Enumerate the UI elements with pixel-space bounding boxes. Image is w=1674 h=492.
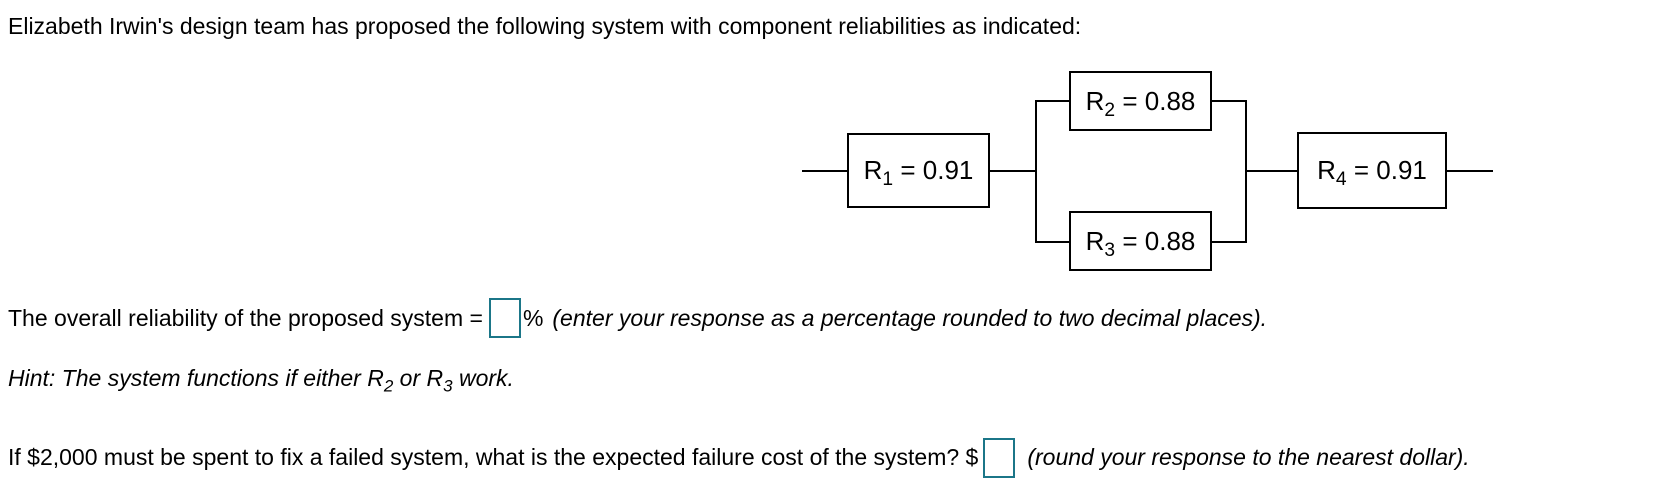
cost-prompt-text: If $2,000 must be spent to fix a failed …	[8, 444, 979, 470]
r4-value: = 0.91	[1346, 155, 1427, 185]
r4-subscript: 4	[1335, 169, 1347, 191]
wire-top-branch-in	[1037, 100, 1069, 102]
r2-value: = 0.88	[1115, 85, 1196, 116]
component-box-r3: R3 = 0.88	[1069, 211, 1212, 271]
wire-top-branch-out	[1212, 100, 1245, 102]
r4-symbol: R	[1317, 155, 1336, 185]
r2-symbol: R	[1085, 85, 1105, 116]
reliability-answer-row: The overall reliability of the proposed …	[8, 296, 1267, 340]
r3-symbol: R	[1085, 225, 1105, 256]
component-r1-label: R1 = 0.91	[863, 155, 974, 189]
cost-instruction-text: (round your response to the nearest doll…	[1027, 444, 1470, 470]
wire-join-to-r4	[1247, 170, 1297, 172]
wire-r1-to-split	[990, 170, 1035, 172]
r1-symbol: R	[863, 155, 883, 185]
reliability-answer-input[interactable]	[488, 298, 521, 338]
hint-mid: or R	[393, 365, 444, 391]
wire-right-stub	[1447, 170, 1493, 172]
component-box-r1: R1 = 0.91	[847, 133, 990, 208]
cost-answer-input[interactable]	[983, 437, 1016, 478]
component-box-r4: R4 = 0.91	[1297, 132, 1447, 209]
r1-value: = 0.91	[893, 155, 974, 185]
hint-prefix: Hint: The system functions if either R	[8, 365, 384, 391]
component-r3-label: R3 = 0.88	[1085, 225, 1196, 260]
component-r4-label: R4 = 0.91	[1317, 155, 1427, 189]
wire-join-vertical	[1245, 100, 1247, 243]
r2-subscript: 2	[1104, 99, 1116, 121]
cost-answer-row: If $2,000 must be spent to fix a failed …	[8, 435, 1470, 480]
component-r2-label: R2 = 0.88	[1085, 85, 1196, 120]
percent-sign-text: %	[522, 304, 544, 331]
reliability-block-diagram: R1 = 0.91 R2 = 0.88 R3 = 0.88 R4 = 0.91	[790, 60, 1502, 278]
hint-suffix: work.	[452, 365, 514, 391]
question-intro-text: Elizabeth Irwin's design team has propos…	[8, 13, 1082, 39]
hint-text: Hint: The system functions if either R2 …	[8, 364, 514, 395]
wire-bottom-branch-out	[1212, 241, 1245, 243]
wire-left-stub	[802, 170, 847, 172]
component-box-r2: R2 = 0.88	[1069, 71, 1212, 131]
reliability-prompt-text: The overall reliability of the proposed …	[8, 304, 483, 331]
hint-r3-subscript: 3	[443, 376, 453, 396]
r3-subscript: 3	[1104, 239, 1116, 261]
hint-r2-subscript: 2	[383, 376, 394, 396]
wire-bottom-branch-in	[1037, 241, 1069, 243]
r3-value: = 0.88	[1115, 225, 1196, 256]
r1-subscript: 1	[882, 169, 894, 191]
wire-split-vertical	[1035, 100, 1037, 243]
reliability-instruction-text: (enter your response as a percentage rou…	[552, 304, 1268, 331]
